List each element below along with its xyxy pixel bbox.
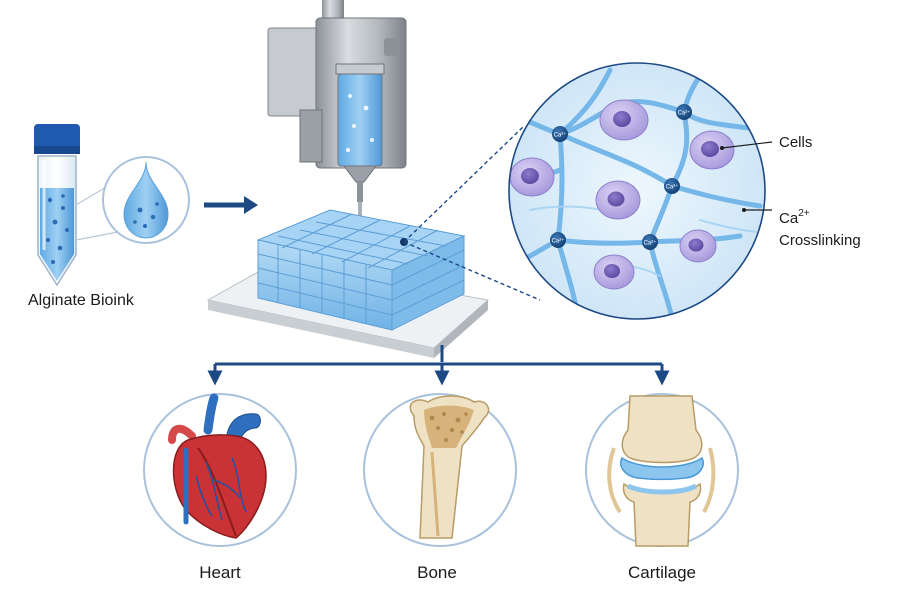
svg-text:Ca²⁺: Ca²⁺ xyxy=(666,184,679,191)
calcium-node: Ca²⁺ xyxy=(676,104,692,120)
cell xyxy=(509,157,555,197)
calcium-node: Ca²⁺ xyxy=(552,126,568,142)
cell xyxy=(599,99,649,141)
bioink-label: Alginate Bioink xyxy=(28,292,134,309)
cartilage-illustration xyxy=(585,393,739,547)
bioink-tube xyxy=(34,124,80,287)
heart-label: Heart xyxy=(199,563,241,582)
cartilage-label: Cartilage xyxy=(627,563,697,582)
cells-label: Cells xyxy=(779,134,813,151)
svg-text:Ca²⁺: Ca²⁺ xyxy=(552,238,565,245)
branch-arrows xyxy=(207,345,670,386)
cells-pointer xyxy=(721,141,773,149)
cell xyxy=(679,229,717,263)
crosslinking-label: Ca2+ Crosslinking xyxy=(779,203,861,252)
calcium-node: Ca²⁺ xyxy=(664,178,680,194)
cell xyxy=(593,254,635,290)
cell-group xyxy=(509,99,735,290)
crosslink-ion: Ca xyxy=(779,210,799,227)
bioink-droplet-zoom xyxy=(102,156,190,244)
zoom-circle-border xyxy=(508,62,766,320)
bone-illustration xyxy=(363,393,517,547)
svg-text:Ca²⁺: Ca²⁺ xyxy=(644,240,657,247)
calcium-node: Ca²⁺ xyxy=(642,234,658,250)
svg-text:Ca²⁺: Ca²⁺ xyxy=(678,110,691,117)
bioink-liquid xyxy=(40,188,74,281)
hydrogel-network-zoom: Ca²⁺ Ca²⁺ Ca²⁺ Ca²⁺ Ca²⁺ xyxy=(508,62,766,320)
calcium-crosslink-nodes: Ca²⁺ Ca²⁺ Ca²⁺ Ca²⁺ Ca²⁺ xyxy=(550,104,692,250)
cell xyxy=(595,180,641,220)
calcium-node: Ca²⁺ xyxy=(550,232,566,248)
heart-illustration xyxy=(143,393,297,547)
bioprinter-head xyxy=(267,0,407,218)
cell xyxy=(689,130,735,170)
crosslink-word: Crosslinking xyxy=(779,232,861,249)
svg-text:Ca²⁺: Ca²⁺ xyxy=(554,132,567,139)
bone-label: Bone xyxy=(417,563,457,582)
crosslink-charge: 2+ xyxy=(798,208,810,219)
